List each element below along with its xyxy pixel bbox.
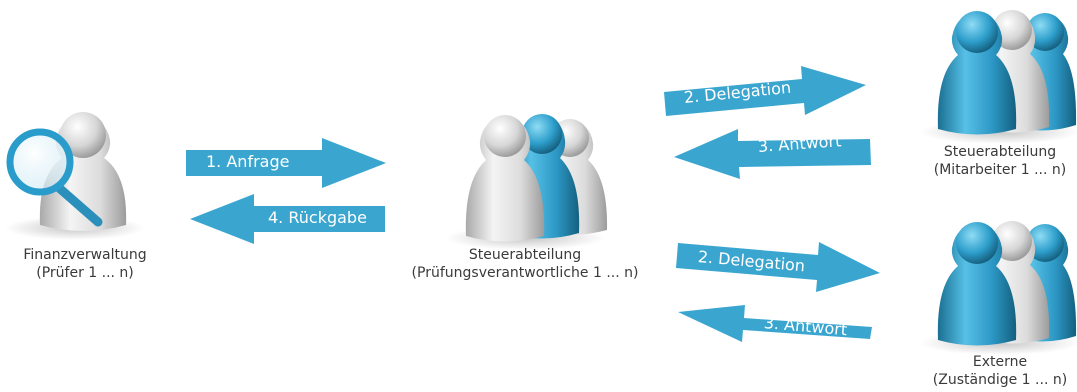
externe-title: Externe xyxy=(972,354,1028,370)
steuerabteilung-mitarbeiter-figures xyxy=(920,10,1077,144)
finanzverwaltung-title: Finanzverwaltung xyxy=(23,247,147,263)
arrow-antwort-bottom xyxy=(678,305,872,342)
arrow-rueckgabe xyxy=(190,194,385,244)
externe-label: Externe (Zuständige 1 ... n) xyxy=(925,353,1075,389)
steuerabteilung-mitarbeiter-title: Steuerabteilung xyxy=(943,144,1057,160)
arrow-delegation-top xyxy=(664,66,866,116)
arrow-delegation-bottom xyxy=(676,242,880,292)
steuerabteilung-pruefung-subtitle: (Prüfungsverantwortliche 1 ... n) xyxy=(411,265,639,281)
externe-figures xyxy=(920,221,1077,355)
arrow-anfrage-label: 1. Anfrage xyxy=(206,152,290,171)
magnifier-icon xyxy=(6,128,103,227)
steuerabteilung-pruefung-title: Steuerabteilung xyxy=(468,247,582,263)
arrow-antwort-top xyxy=(674,129,871,179)
finanzverwaltung-subtitle: (Prüfer 1 ... n) xyxy=(36,265,134,281)
externe-subtitle: (Zuständige 1 ... n) xyxy=(932,372,1068,388)
finanzverwaltung-label: Finanzverwaltung (Prüfer 1 ... n) xyxy=(10,246,160,282)
steuerabteilung-pruefung-label: Steuerabteilung (Prüfungsverantwortliche… xyxy=(395,246,655,282)
steuerabteilung-mitarbeiter-label: Steuerabteilung (Mitarbeiter 1 ... n) xyxy=(925,143,1075,179)
steuerabteilung-mitarbeiter-subtitle: (Mitarbeiter 1 ... n) xyxy=(933,162,1067,178)
arrow-anfrage xyxy=(186,138,386,188)
steuerabteilung-pruefung-figures xyxy=(445,114,608,250)
arrow-rueckgabe-label: 4. Rückgabe xyxy=(268,208,367,227)
